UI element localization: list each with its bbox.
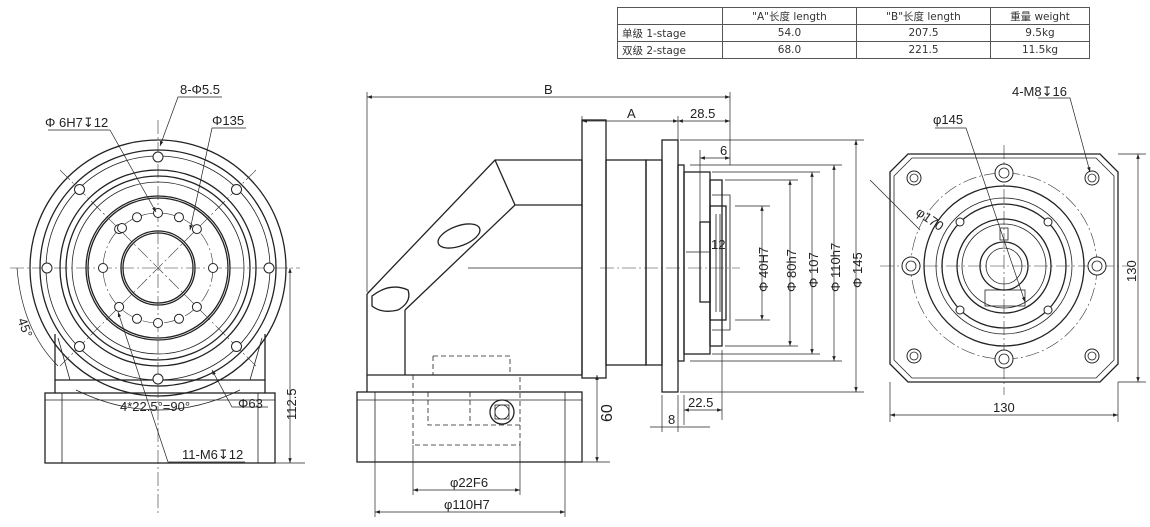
rear-diag-label: φ170 — [913, 204, 946, 234]
rear-flange — [889, 153, 1119, 383]
side-145-diameter-label: Φ 145 — [850, 252, 865, 288]
side-110-diameter-label: Φ 110h7 — [828, 243, 843, 292]
rear-corner-holes — [906, 170, 1100, 364]
rear-mid-holes — [901, 163, 1107, 369]
side-shaft-diameter-label: Φ 40H7 — [756, 247, 771, 292]
front-angle-label: 45° — [15, 316, 36, 340]
side-overall-length-label: B — [544, 82, 553, 97]
side-body-length-label: A — [627, 106, 636, 121]
side-pilot-diameter-label: Φ 80h7 — [784, 249, 799, 292]
side-input-bore-label: φ22F6 — [450, 475, 488, 490]
side-base — [356, 391, 583, 463]
front-tapped-holes-label: 11-M6↧12 — [182, 447, 243, 462]
spec-cell-a: 54.0 — [722, 24, 857, 42]
spec-row: 单级 1-stage 54.0 207.5 9.5kg — [617, 24, 1090, 42]
front-hole-pattern-label: 8-Φ5.5 — [180, 82, 220, 97]
spec-cell-weight: 9.5kg — [990, 24, 1090, 42]
front-outer-holes — [41, 151, 275, 385]
spec-row: 双级 2-stage 68.0 221.5 11.5kg — [617, 41, 1090, 59]
rear-tapped-holes-label: 4-M8↧16 — [1012, 84, 1067, 99]
front-output-circle-label: Φ63 — [238, 396, 263, 411]
side-housing — [366, 159, 583, 375]
front-bolt-circle-label: Φ135 — [212, 113, 244, 128]
rear-bolt-circle-label: φ145 — [933, 112, 963, 127]
side-recess-label: 6 — [720, 143, 727, 158]
rear-width-label: 130 — [993, 400, 1015, 415]
spec-cell-b: 221.5 — [856, 41, 991, 59]
side-107-diameter-label: Φ 107 — [806, 252, 821, 288]
front-pilot-label: Φ 6H7↧12 — [45, 115, 108, 130]
side-flange-length-label: 28.5 — [690, 106, 715, 121]
front-base — [44, 392, 276, 464]
spec-cell-weight: 11.5kg — [990, 41, 1090, 59]
side-key-width-label: 12 — [711, 237, 725, 252]
side-diameter-dims — [680, 139, 864, 393]
side-view: B A 28.5 6 12 Φ 40H7 Φ 80h7 Φ 107 Φ 110h… — [356, 82, 865, 517]
side-base-height-label: 60 — [599, 404, 616, 422]
rear-view: 4-M8↧16 φ145 φ170 130 130 — [869, 84, 1146, 422]
front-height-label: 112.5 — [284, 388, 299, 420]
rear-height-label: 130 — [1124, 260, 1139, 282]
spec-row-label: 双级 2-stage — [617, 41, 723, 59]
spec-header-row: "A"长度 length "B"长度 length 重量 weight — [617, 7, 1090, 25]
side-flange-thickness-label: 8 — [668, 412, 675, 427]
front-view: 8-Φ5.5 Φ 6H7↧12 Φ135 45° 4*22.5°=90° Φ63… — [10, 82, 305, 515]
side-flange-offset-label: 22.5 — [688, 395, 713, 410]
side-nut — [489, 399, 515, 425]
side-input-pilot-label: φ110H7 — [444, 497, 490, 512]
spec-table: "A"长度 length "B"长度 length 重量 weight 单级 1… — [617, 7, 1090, 59]
front-spacing-label: 4*22.5°=90° — [120, 399, 190, 414]
